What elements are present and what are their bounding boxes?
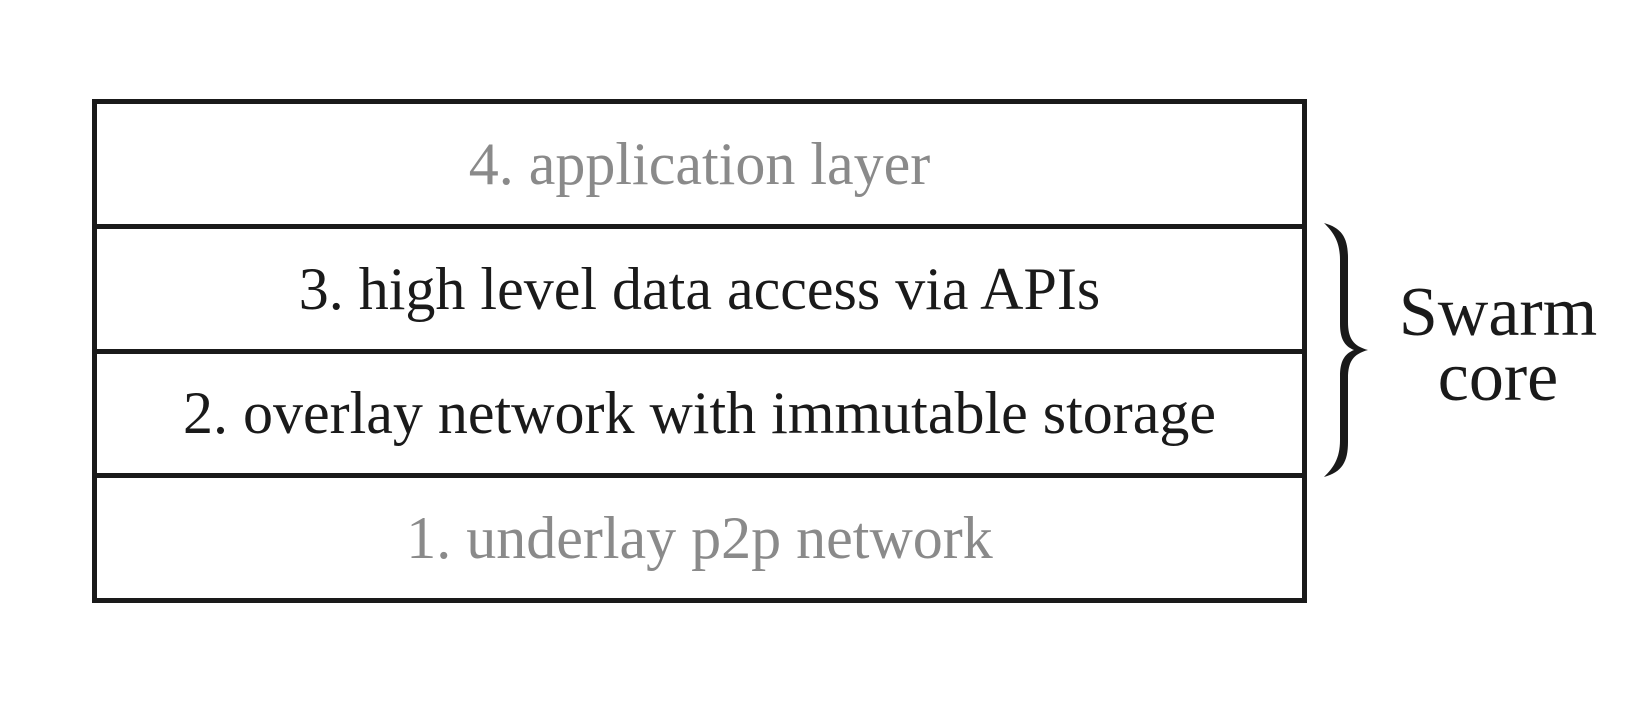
layer-row-overlay-network: 2. overlay network with immutable storag… — [97, 348, 1302, 474]
layer-stack: 4. application layer 3. high level data … — [92, 99, 1307, 603]
brace-label-line1: Swarm — [1398, 274, 1598, 351]
brace-label-swarm-core: Swarm core — [1372, 274, 1624, 417]
brace-label-line2: core — [1437, 339, 1559, 417]
layer-row-underlay-network: 1. underlay p2p network — [97, 473, 1302, 598]
layer-label: 2. overlay network with immutable storag… — [182, 380, 1217, 447]
layer-label: 3. high level data access via APIs — [298, 255, 1101, 322]
layer-label: 4. application layer — [468, 130, 931, 197]
layer-row-api-access: 3. high level data access via APIs — [97, 223, 1302, 349]
layer-row-application: 4. application layer — [97, 104, 1302, 224]
curly-brace-icon — [1322, 221, 1376, 479]
layer-label: 1. underlay p2p network — [406, 505, 993, 572]
